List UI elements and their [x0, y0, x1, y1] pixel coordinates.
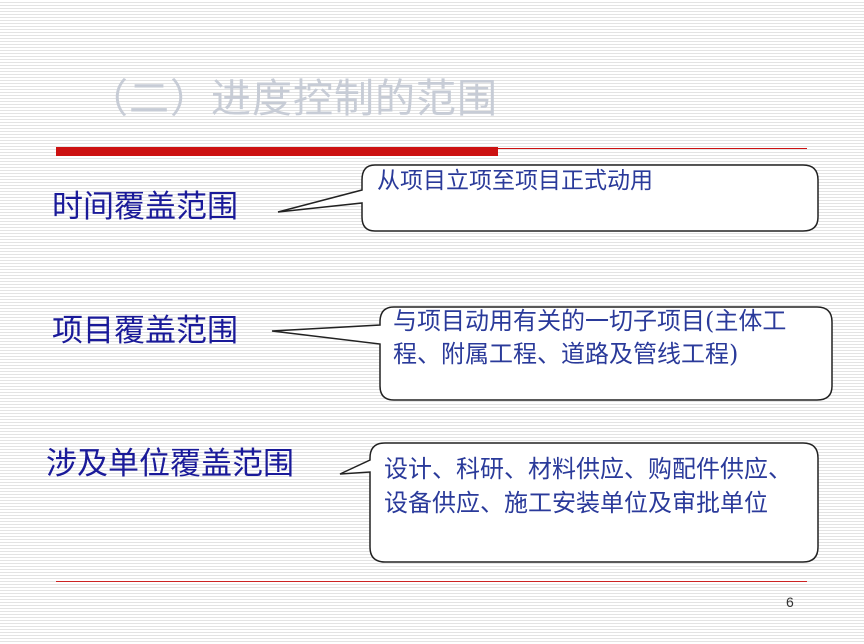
callout-text-time: 从项目立项至项目正式动用: [377, 168, 653, 194]
callout-shape-units: [339, 442, 819, 563]
callout-text-units: 设计、科研、材料供应、购配件供应、设备供应、施工安装单位及审批单位: [384, 455, 792, 517]
slide-title: （二）进度控制的范围: [88, 76, 498, 122]
callout-shape-project: [271, 306, 833, 401]
callout-shape-time: [277, 164, 819, 232]
title-underline-bar: [56, 147, 498, 156]
label-time-scope: 时间覆盖范围: [52, 189, 238, 225]
callout-text-project: 与项目动用有关的一切子项目(主体工程、附属工程、道路及管线工程): [393, 307, 787, 368]
label-units-scope: 涉及单位覆盖范围: [46, 446, 294, 482]
page-number: 6: [786, 594, 794, 610]
title-underline-thin: [498, 148, 807, 149]
footer-line: [56, 581, 807, 582]
label-project-scope: 项目覆盖范围: [52, 313, 238, 349]
